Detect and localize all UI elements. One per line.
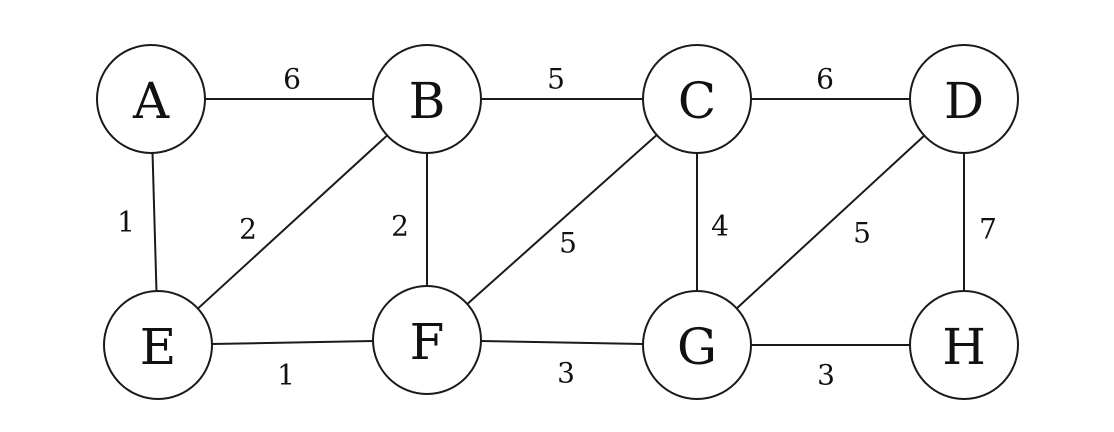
node-label-h: H	[942, 318, 986, 376]
edge-weight-e-f: 1	[277, 359, 295, 392]
edges-layer	[151, 98, 965, 346]
edge-weight-f-g: 3	[557, 357, 575, 390]
node-circle-g	[642, 290, 752, 400]
node-circle-c	[642, 44, 752, 154]
edge-weight-c-d: 6	[816, 63, 834, 96]
edge-weight-b-c: 5	[547, 63, 565, 96]
edge-weight-b-f: 2	[391, 210, 409, 243]
node-circle-b	[372, 44, 482, 154]
edge-g-d	[736, 134, 925, 310]
node-circle-h	[909, 290, 1019, 400]
edge-a-e	[151, 152, 158, 292]
node-label-e: E	[140, 318, 177, 376]
node-c: C	[642, 44, 752, 154]
edge-f-g	[480, 339, 644, 346]
edge-e-b	[197, 134, 388, 310]
edge-weight-a-e: 1	[117, 206, 135, 239]
node-label-b: B	[409, 72, 446, 130]
edge-f-c	[466, 134, 658, 305]
nodes-layer: A B C D E F G H	[96, 44, 1019, 400]
node-e: E	[103, 290, 213, 400]
node-circle-d	[909, 44, 1019, 154]
node-label-g: G	[677, 318, 717, 376]
node-label-d: D	[944, 72, 984, 130]
edge-weight-d-h: 7	[979, 213, 997, 246]
edge-weight-g-h: 3	[817, 359, 835, 392]
edge-weight-g-d: 5	[853, 217, 871, 250]
node-circle-e	[103, 290, 213, 400]
node-f: F	[372, 285, 482, 395]
edge-weight-c-g: 4	[711, 210, 729, 243]
node-a: A	[96, 44, 206, 154]
weights-layer: 6 5 6 1 2 2 5 4 5 7 1 3 3	[117, 63, 997, 392]
node-g: G	[642, 290, 752, 400]
node-b: B	[372, 44, 482, 154]
node-label-a: A	[132, 72, 170, 130]
node-h: H	[909, 290, 1019, 400]
edge-weight-f-c: 5	[559, 227, 577, 260]
node-d: D	[909, 44, 1019, 154]
edge-e-f	[211, 340, 374, 345]
node-label-c: C	[678, 72, 716, 130]
edge-weight-a-b: 6	[283, 63, 301, 96]
node-circle-a	[96, 44, 206, 154]
edge-weight-e-b: 2	[239, 213, 257, 246]
node-label-f: F	[410, 313, 445, 371]
node-circle-f	[372, 285, 482, 395]
